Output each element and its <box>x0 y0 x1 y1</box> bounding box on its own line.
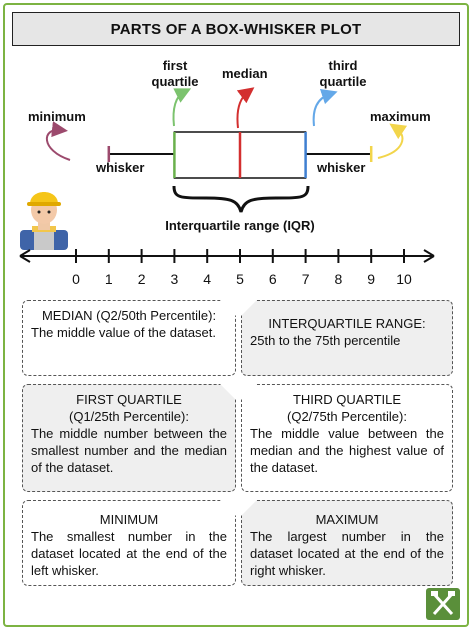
first-quartile-label: first quartile <box>140 58 210 90</box>
crossed-tools-logo-icon <box>426 588 460 620</box>
minimum-arrow <box>45 121 71 161</box>
median-card: MEDIAN (Q2/50th Percentile): The middle … <box>22 300 236 376</box>
tick-label-7: 7 <box>301 271 310 287</box>
right-whisker-label: whisker <box>317 160 366 175</box>
first-quartile-card-body: The middle number between the smallest n… <box>31 426 227 475</box>
first-quartile-arrow <box>172 88 192 127</box>
tick-label-1: 1 <box>104 271 113 287</box>
median-label: median <box>222 66 268 81</box>
maximum-card-body: The largest number in the dataset locate… <box>250 529 444 578</box>
maximum-label: maximum <box>370 109 431 124</box>
first-quartile-card-heading1: FIRST QUARTILE <box>76 392 182 407</box>
tick-label-0: 0 <box>72 271 80 287</box>
iqr-card-heading: INTERQUARTILE RANGE: <box>268 316 426 331</box>
third-quartile-label-line1: third <box>328 58 358 73</box>
minimum-card: MINIMUM The smallest number in the datas… <box>22 500 236 586</box>
third-quartile-card: THIRD QUARTILE (Q2/75th Percentile): The… <box>241 384 453 492</box>
median-arrow <box>236 87 255 129</box>
minimum-card-body: The smallest number in the dataset locat… <box>31 529 227 578</box>
third-quartile-arrow <box>312 88 338 127</box>
number-line-right-arrow <box>423 249 435 263</box>
page-title: PARTS OF A BOX-WHISKER PLOT <box>12 12 460 46</box>
maximum-card: MAXIMUM The largest number in the datase… <box>241 500 453 586</box>
tick-label-6: 6 <box>268 271 277 287</box>
third-quartile-card-body: The middle value between the median and … <box>250 426 444 475</box>
minimum-card-heading: MINIMUM <box>99 512 159 527</box>
number-line-left-arrow <box>19 249 31 263</box>
iqr-brace <box>172 185 310 213</box>
first-quartile-label-line2: quartile <box>151 74 199 89</box>
tick-label-9: 9 <box>367 271 376 287</box>
median-card-body: The middle value of the dataset. <box>31 325 217 340</box>
third-quartile-card-heading2: (Q2/75th Percentile): <box>287 409 407 424</box>
iqr-card-body: 25th to the 75th percentile <box>250 333 401 348</box>
maximum-card-heading: MAXIMUM <box>315 512 379 527</box>
third-quartile-label: third quartile <box>308 58 378 90</box>
third-quartile-card-heading1: THIRD QUARTILE <box>292 392 402 407</box>
first-quartile-card: FIRST QUARTILE (Q1/25th Percentile): The… <box>22 384 236 492</box>
tick-label-2: 2 <box>137 271 146 287</box>
maximum-arrow <box>377 123 408 159</box>
tick-label-10: 10 <box>396 271 412 287</box>
tick-label-5: 5 <box>236 271 244 287</box>
tick-label-8: 8 <box>334 271 343 287</box>
iqr-card: INTERQUARTILE RANGE: 25th to the 75th pe… <box>241 300 453 376</box>
first-quartile-card-heading2: (Q1/25th Percentile): <box>69 409 189 424</box>
first-quartile-label-line1: first <box>162 58 188 73</box>
construction-worker-icon <box>20 192 68 250</box>
third-quartile-label-line2: quartile <box>319 74 367 89</box>
iqr-label: Interquartile range (IQR) <box>165 218 315 233</box>
left-whisker-label: whisker <box>96 160 145 175</box>
minimum-label: minimum <box>28 109 86 124</box>
tick-label-3: 3 <box>170 271 179 287</box>
median-card-heading: MEDIAN (Q2/50th Percentile): <box>41 308 217 323</box>
tick-label-4: 4 <box>203 271 212 287</box>
